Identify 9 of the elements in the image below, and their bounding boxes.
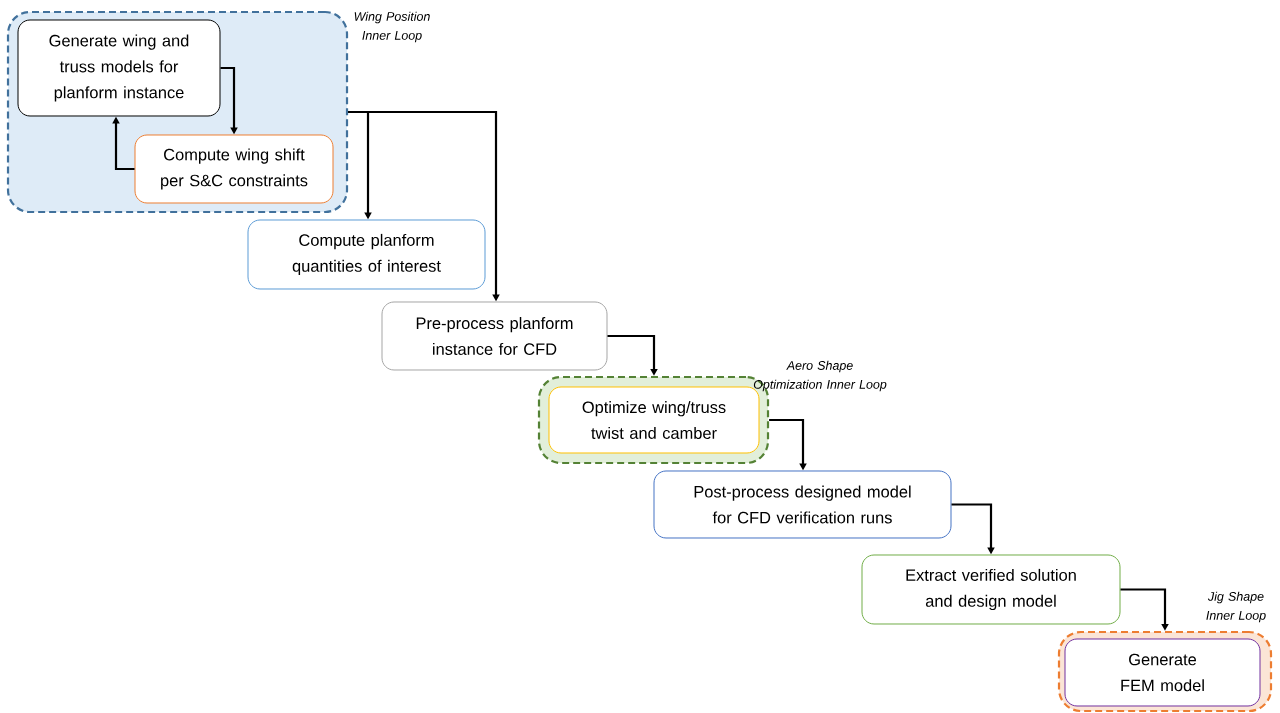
loop-label: Wing Position Inner Loop bbox=[354, 11, 430, 43]
process-box: Compute wing shift per S&C constraints bbox=[134, 134, 334, 204]
process-box: Generate FEM model bbox=[1064, 638, 1261, 707]
process-box: Generate wing and truss models for planform instance bbox=[17, 19, 221, 117]
process-box: Pre-process planform instance for CFD bbox=[381, 301, 608, 371]
process-box: Extract verified solution and design model bbox=[861, 554, 1121, 625]
process-box: Compute planform quantities of interest bbox=[247, 219, 486, 290]
process-box: Post-process designed model for CFD verification runs bbox=[653, 470, 952, 539]
loop-label: Jig Shape Inner Loop bbox=[1206, 591, 1266, 623]
